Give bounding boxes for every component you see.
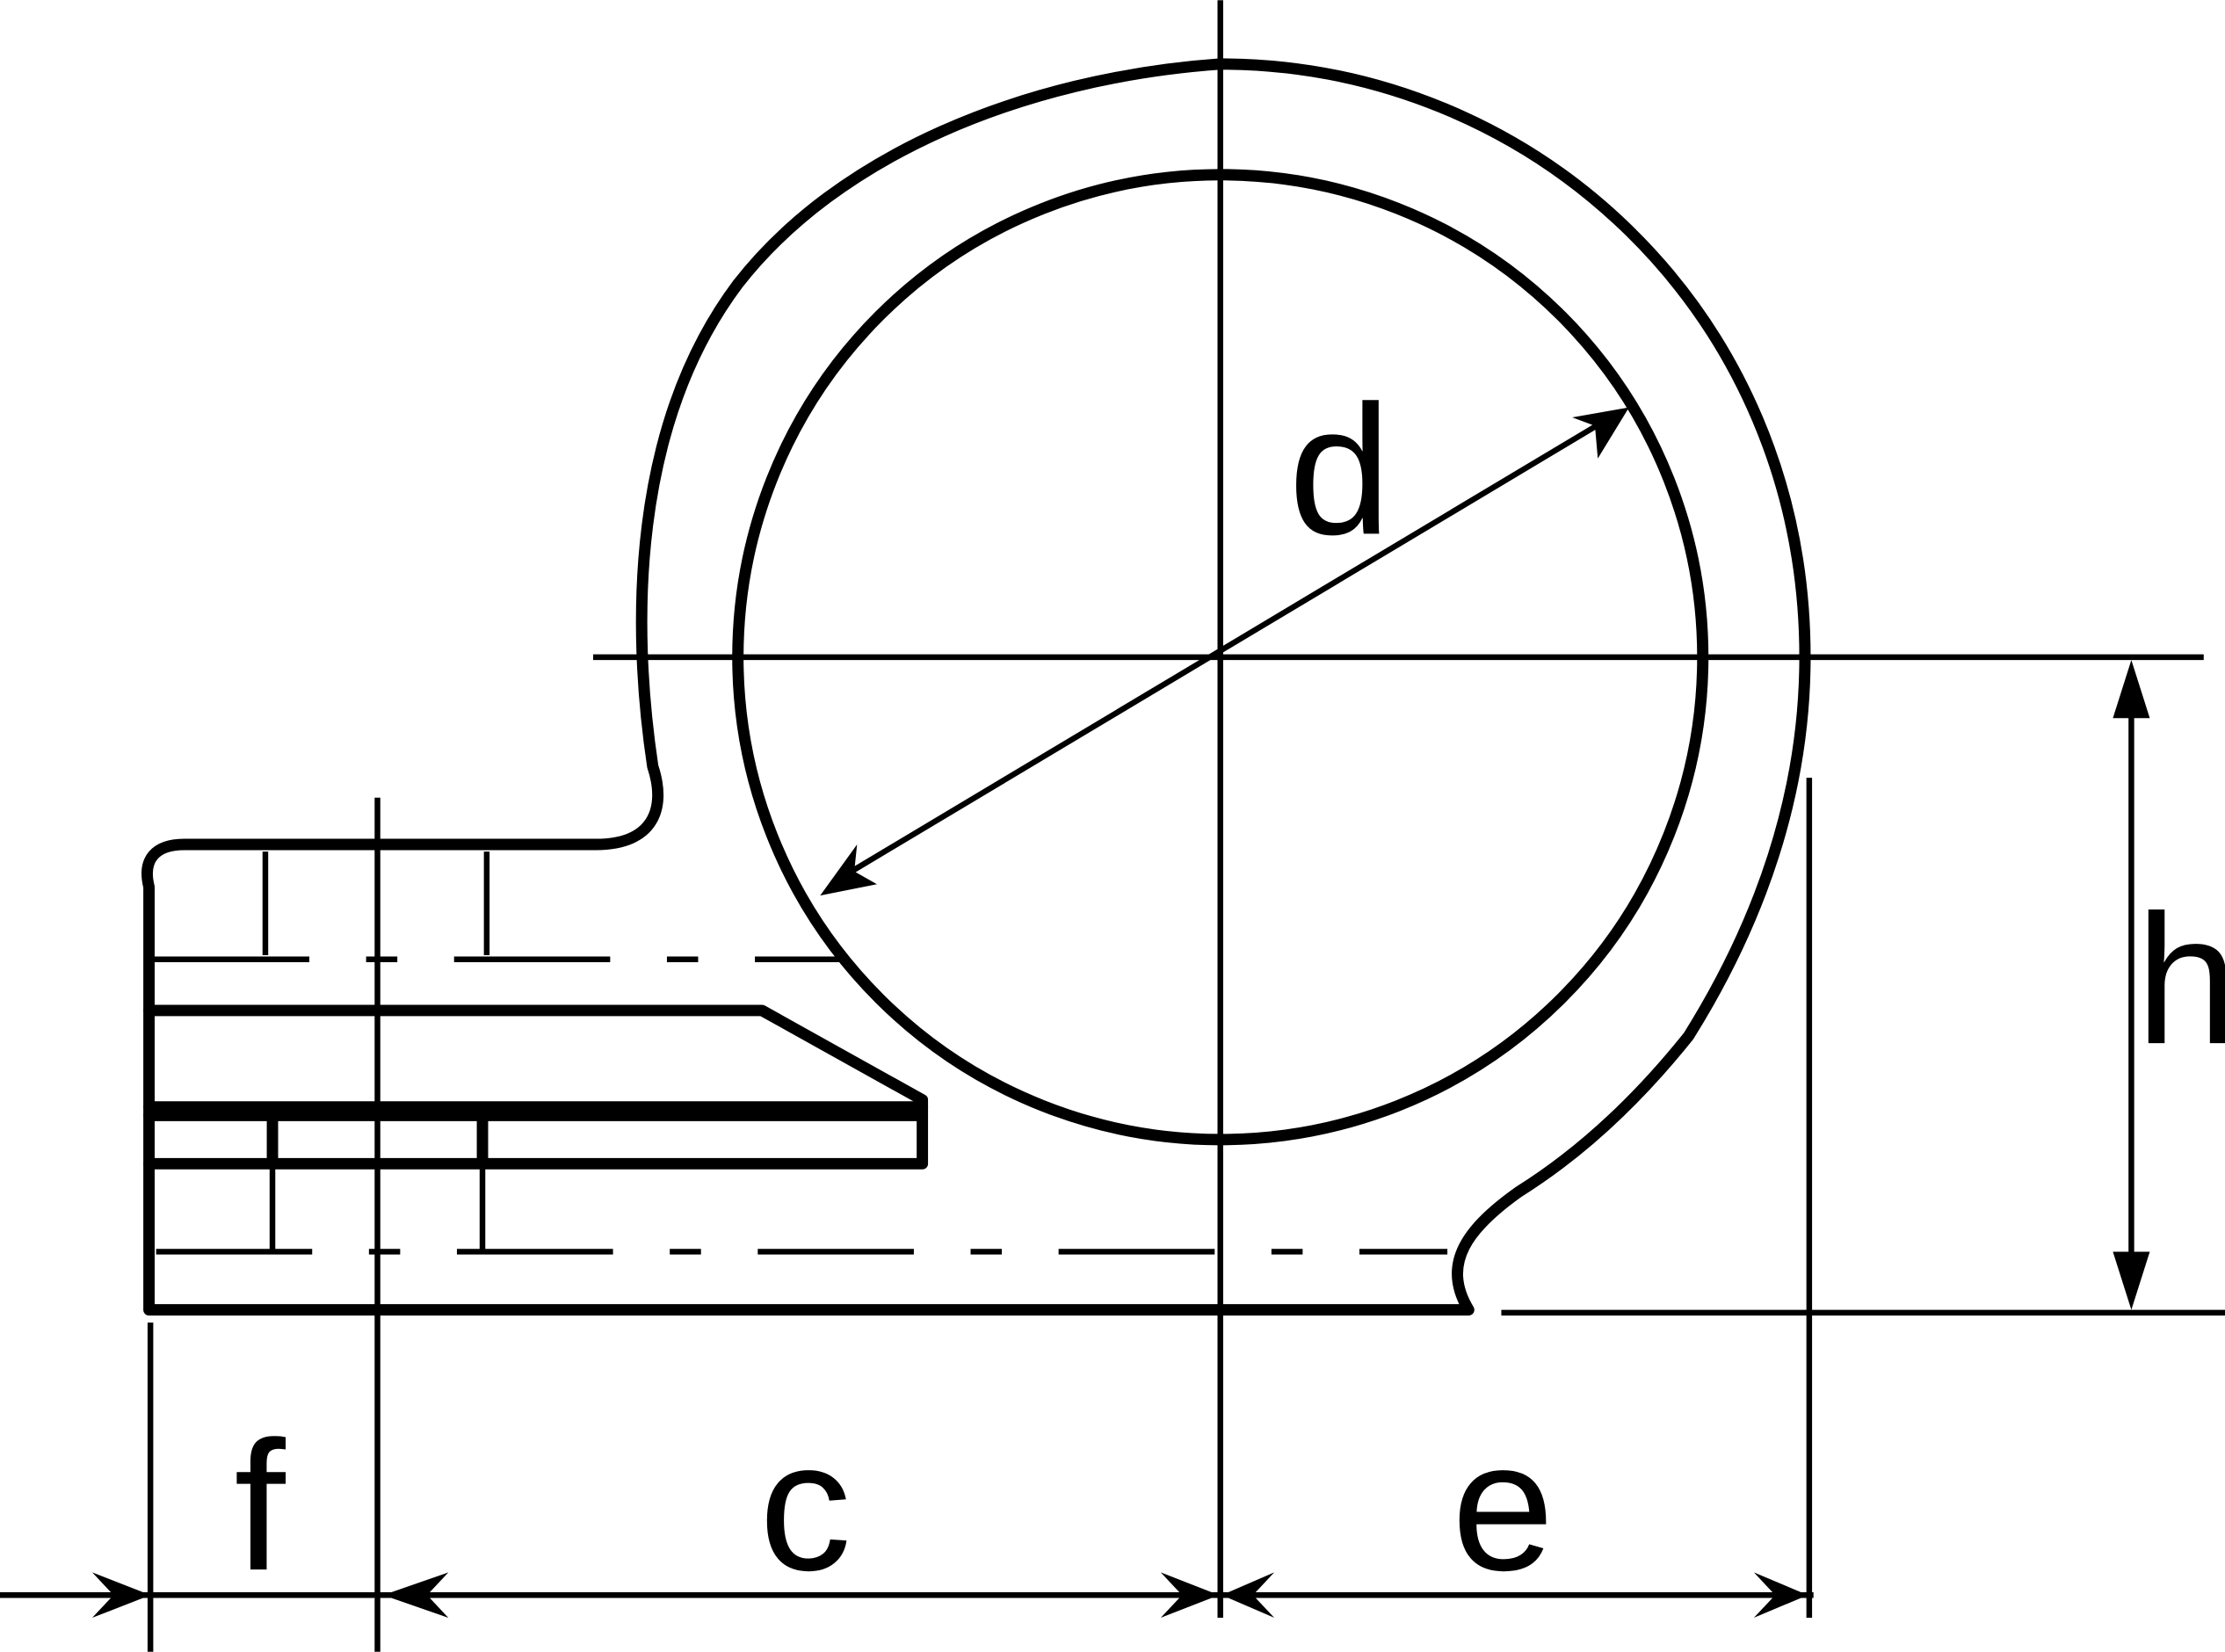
arrow-d-lower — [820, 844, 877, 896]
outer-clamp-loop — [141, 58, 1811, 1316]
label-c: c — [759, 1403, 852, 1609]
label-d: d — [1288, 367, 1391, 573]
label-f: f — [234, 1403, 286, 1609]
dimension-h — [2113, 660, 2150, 1310]
arrow-c-right — [1160, 1572, 1220, 1619]
arrow-f-left — [91, 1572, 151, 1619]
dimension-d — [820, 407, 1629, 896]
arrow-h-bottom — [2113, 1251, 2150, 1310]
dimension-chain-bottom — [0, 1572, 1814, 1619]
arrow-e-right — [1753, 1572, 1808, 1619]
arrow-e-left — [1221, 1572, 1275, 1619]
arrow-h-top — [2113, 660, 2150, 719]
label-h: h — [2135, 877, 2225, 1083]
label-e: e — [1452, 1403, 1555, 1609]
inner-circle — [732, 169, 1709, 1146]
arrow-d-upper — [1572, 407, 1629, 459]
base-plate-details — [143, 851, 1448, 1255]
arrow-c-left — [382, 1572, 449, 1619]
